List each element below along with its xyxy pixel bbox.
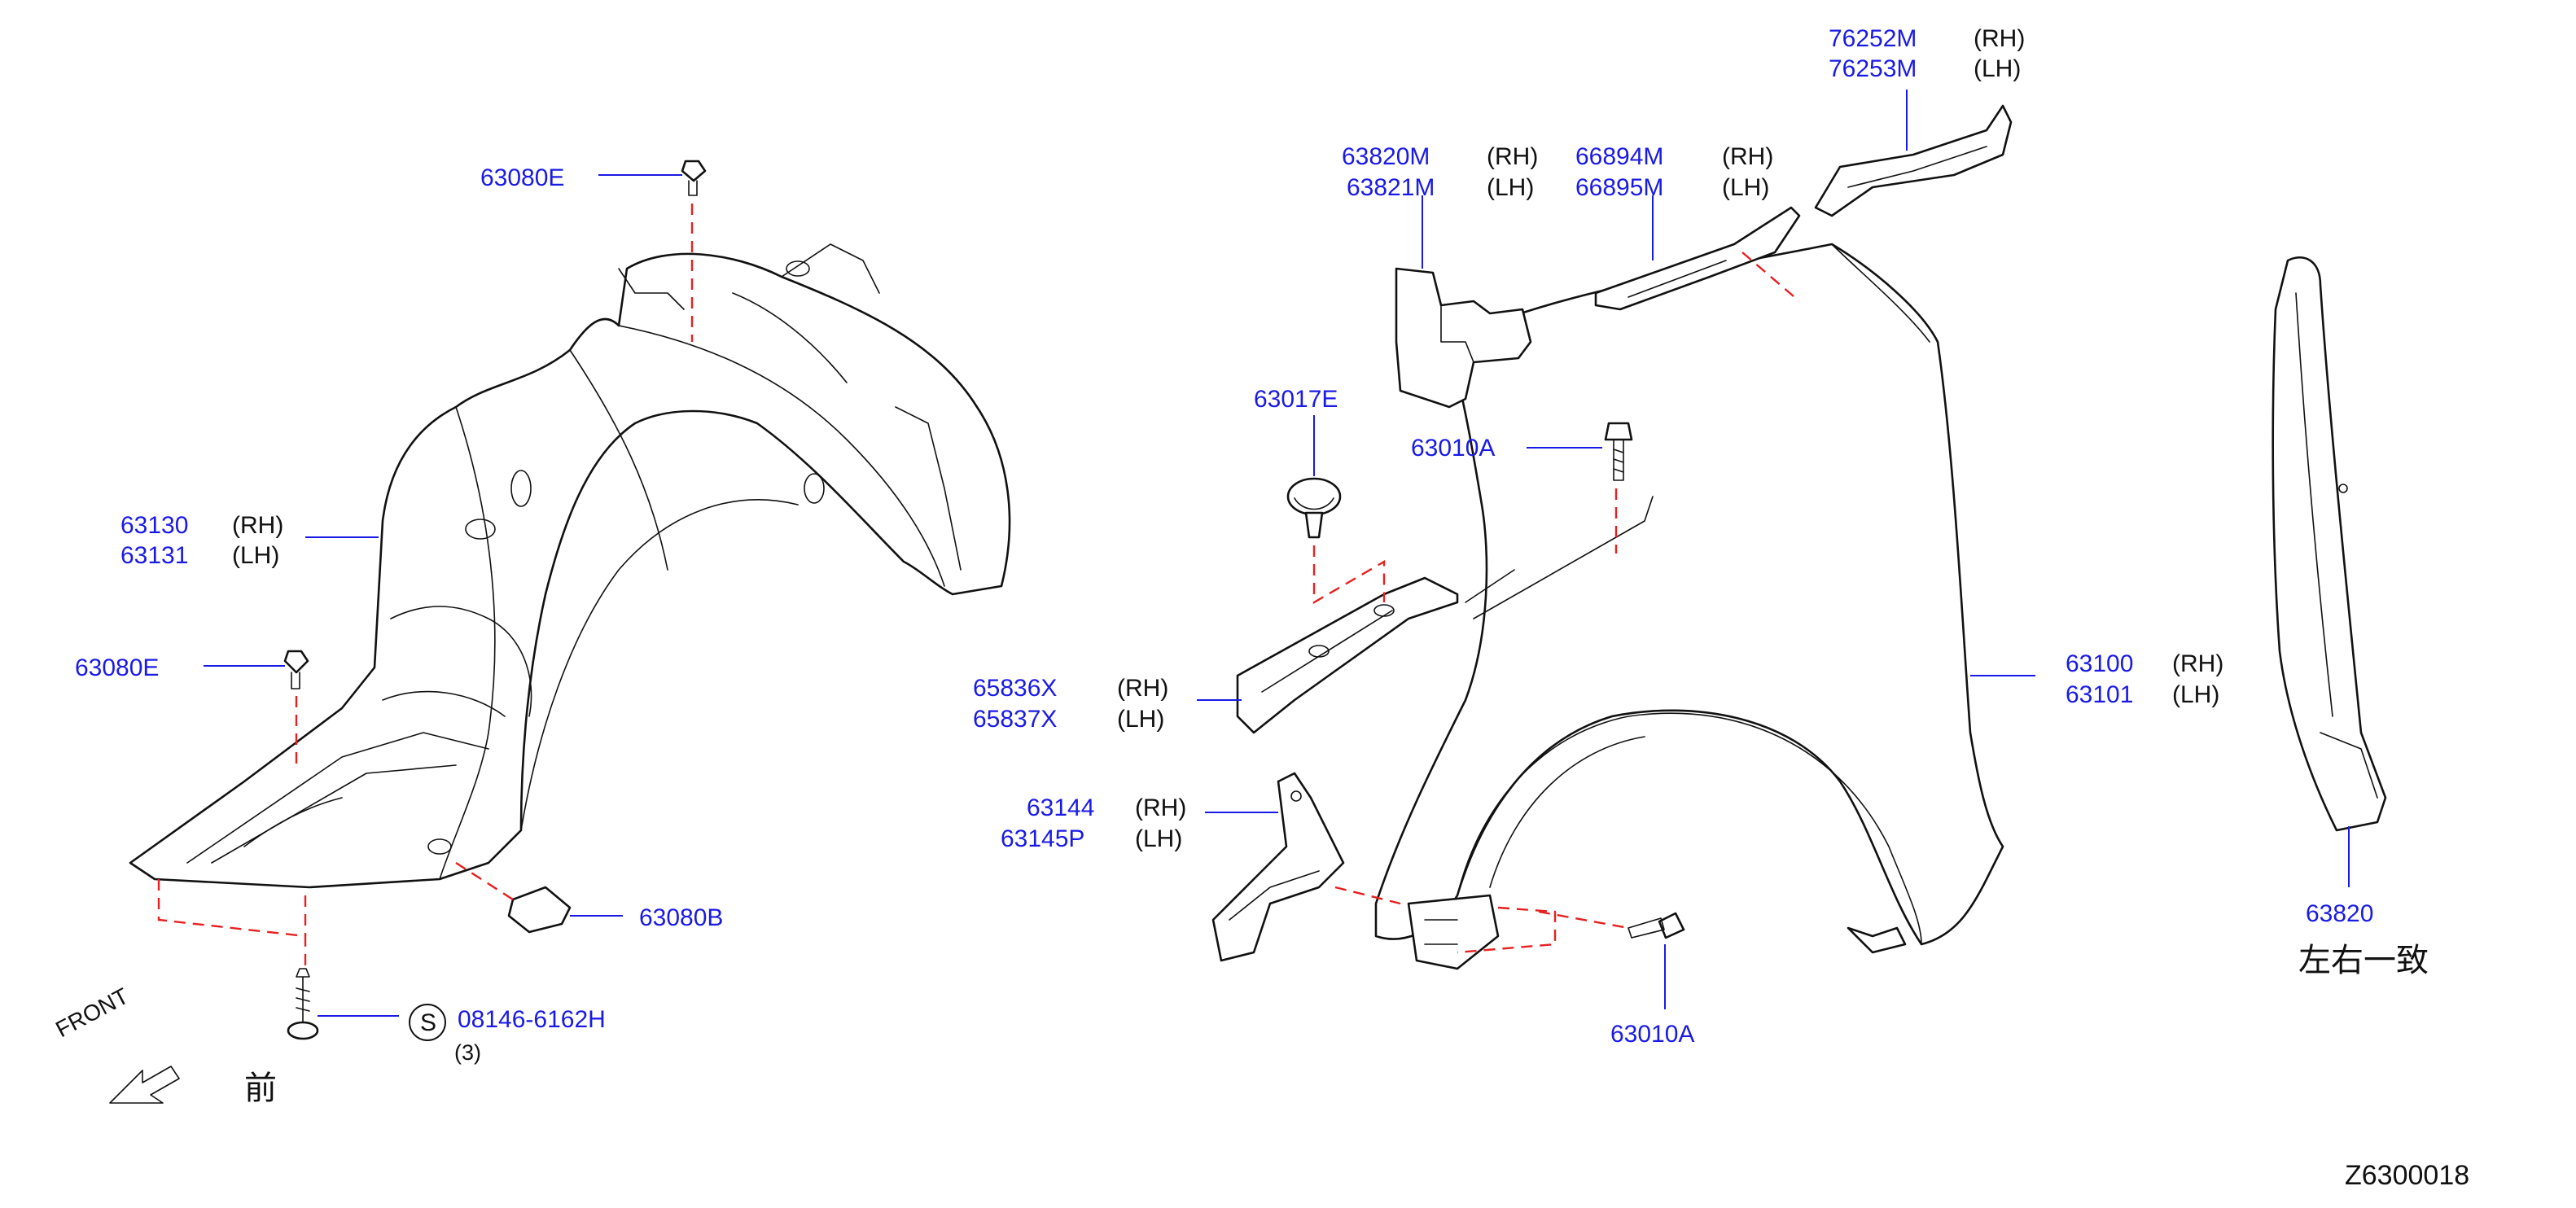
label-stay-lh-side: (LH) [1135, 825, 1182, 852]
label-protector-lh: 63821M [1347, 174, 1435, 201]
label-screw: 08146-6162H [458, 1006, 606, 1033]
symmetry-note: 左右一致 [2298, 942, 2429, 979]
label-molding-rh-side: (RH) [1974, 25, 2025, 52]
label-bolt-lower: 63010A [1610, 1021, 1694, 1048]
label-fender-rh: 63100 [2066, 650, 2133, 677]
clip-63080B-drawing [507, 886, 572, 934]
bolt-upper-drawing [1604, 422, 1633, 481]
label-stay-lh: 63145P [1001, 825, 1084, 852]
protector-drawing [1395, 267, 1532, 409]
label-inner-fender-lh-side: (LH) [232, 542, 279, 569]
front-label: FRONT [51, 983, 133, 1043]
screw-symbol: S [420, 1009, 436, 1036]
bolt-lower-drawing [1628, 912, 1685, 939]
label-clip-63017E: 63017E [1254, 386, 1338, 413]
label-stay-rh: 63144 [1027, 794, 1094, 821]
label-screw-qty: (3) [454, 1040, 481, 1065]
diagram-code: Z6300018 [2345, 1160, 2469, 1191]
label-inner-fender-rh-side: (RH) [232, 512, 283, 539]
label-bracket-lh-side: (LH) [1117, 706, 1164, 733]
leader-lines [204, 90, 2350, 1017]
label-cover-rh-side: (RH) [1722, 143, 1773, 170]
label-protector-rh: 63820M [1342, 143, 1430, 170]
label-fender-lh-side: (LH) [2172, 681, 2219, 708]
stay-drawing [1211, 772, 1345, 962]
fender-seal-drawing [2272, 256, 2387, 832]
label-bracket-rh: 65836X [973, 675, 1057, 702]
label-protector-rh-side: (RH) [1487, 143, 1538, 170]
label-bracket-lh: 65837X [973, 706, 1057, 733]
callouts: 63080E 63130 (RH) 63131 (LH) 63080E 6308… [51, 25, 2469, 1191]
label-molding-rh: 76252M [1829, 25, 1917, 52]
bracket-drawing [1236, 576, 1459, 734]
label-inner-fender-lh: 63131 [120, 542, 188, 569]
molding-drawing [1814, 104, 2013, 217]
screw-drawing [287, 968, 319, 1040]
label-cover-lh-side: (LH) [1722, 174, 1769, 201]
front-label-cn: 前 [244, 1070, 277, 1107]
label-cover-rh: 66894M [1575, 143, 1663, 170]
clip-mid-drawing [283, 650, 309, 689]
front-arrow-icon [109, 1066, 180, 1104]
label-seal: 63820 [2306, 900, 2373, 927]
label-fender-lh: 63101 [2066, 681, 2133, 708]
label-clip-mid: 63080E [75, 654, 159, 681]
dashed-relations [157, 204, 1800, 969]
label-molding-lh: 76253M [1829, 55, 1917, 82]
label-bolt-upper: 63010A [1411, 435, 1495, 462]
clip-top-drawing [681, 160, 707, 196]
label-clip-top: 63080E [480, 164, 564, 191]
label-stay-rh-side: (RH) [1135, 794, 1186, 821]
label-clip-63080B: 63080B [639, 904, 723, 931]
label-molding-lh-side: (LH) [1974, 55, 2021, 82]
label-cover-lh: 66895M [1575, 174, 1663, 201]
label-protector-lh-side: (LH) [1487, 174, 1534, 201]
label-fender-rh-side: (RH) [2172, 650, 2223, 677]
label-bracket-rh-side: (RH) [1117, 675, 1168, 702]
clip-63017E-drawing [1286, 477, 1342, 539]
label-inner-fender-rh: 63130 [120, 512, 188, 539]
inner-fender-drawing [129, 243, 1011, 889]
cover-drawing [1594, 206, 1801, 311]
